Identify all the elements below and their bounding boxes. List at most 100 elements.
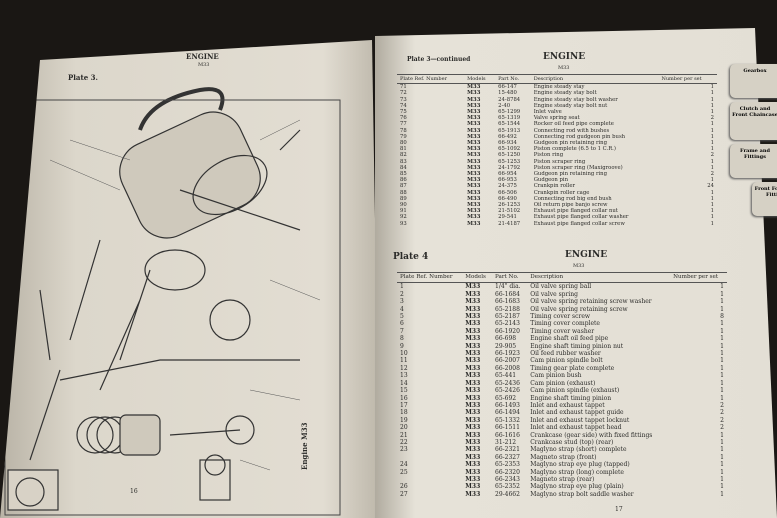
table-cell: 1 — [400, 283, 404, 291]
table-cell: Oil valve spring retaining screw washer — [530, 298, 652, 306]
table-cell: Cam pinion spindle bolt — [530, 357, 603, 365]
table-cell: 73 — [400, 96, 407, 103]
table-cell: Exhaust pipe flanged collar washer — [533, 214, 629, 221]
column-header: Number per set — [670, 271, 727, 284]
table-cell: 92 — [400, 214, 407, 221]
table-cell: 1 — [710, 127, 714, 134]
table-cell: 2 — [710, 152, 714, 159]
table-cell: M33 — [465, 475, 481, 483]
table-cell: 4 — [400, 305, 404, 313]
table-cell: 85 — [400, 171, 407, 178]
table-cell: 65-2352 — [495, 483, 520, 491]
table-cell: 66-1494 — [495, 409, 520, 417]
table-cell: 66-953 — [498, 177, 517, 184]
table-cell: 66-506 — [498, 189, 517, 196]
table-cell: 1 — [720, 453, 724, 461]
table-cell: 27 — [400, 490, 408, 498]
table-cell: 18 — [400, 409, 408, 417]
table-cell: 26-1253 — [498, 202, 521, 209]
table-cell: 1 — [710, 177, 714, 184]
plate4-heading: Plate 4 — [393, 252, 429, 262]
table-cell: 66-2008 — [495, 364, 520, 372]
table-cell: 66-1683 — [495, 298, 520, 306]
table-cell: 24-1792 — [498, 164, 521, 171]
table-cell: Inlet and exhaust tappet guide — [530, 409, 624, 417]
table-cell: 66-2007 — [495, 357, 520, 365]
table-cell: 78 — [400, 127, 407, 134]
table-cell: Timing gear plate complete — [530, 364, 615, 372]
table-cell: 66-492 — [498, 133, 517, 140]
table-cell: 65-2426 — [495, 387, 520, 395]
table-cell: 66-1684 — [495, 290, 520, 298]
table-cell: 8 — [720, 313, 724, 321]
table-cell: 2 — [720, 416, 724, 424]
table-cell: 1 — [710, 214, 714, 221]
table-cell: Cam pinion spindle (exhaust) — [530, 387, 620, 395]
table-cell: 1 — [720, 305, 724, 313]
table-cell: Piston scraper ring — [533, 158, 586, 165]
tab-clutch-front-chaincase[interactable]: Clutch and Front Chaincase — [730, 102, 777, 140]
table-cell: 10 — [400, 350, 408, 358]
table-cell: 23 — [400, 446, 408, 454]
table-cell: 66-954 — [498, 171, 517, 178]
table-cell: 66-2327 — [495, 453, 520, 461]
table-cell: 16 — [400, 394, 408, 402]
table-cell: M33 — [465, 416, 481, 424]
tab-front-forks[interactable]: Front Forks and Fittings — [752, 182, 777, 216]
table-cell: 21-5102 — [498, 208, 521, 215]
column-header: Part No. — [492, 271, 528, 284]
table-cell: 1 — [720, 468, 724, 476]
table-cell: M33 — [467, 177, 481, 184]
table-cell: M33 — [467, 90, 481, 97]
table-cell: 12 — [400, 364, 408, 372]
table-cell: 65-2353 — [495, 461, 520, 469]
table-cell: M33 — [465, 401, 481, 409]
table-cell: 26 — [400, 483, 408, 491]
table-cell: M33 — [467, 183, 481, 190]
table-cell: 65-1544 — [498, 121, 521, 128]
table-cell: M33 — [467, 158, 481, 165]
tab-frame-fittings[interactable]: Frame and Fittings — [730, 144, 777, 178]
table-cell: 24 — [400, 461, 408, 469]
table-cell: 1 — [710, 90, 714, 97]
table-cell: M33 — [467, 84, 481, 91]
table-cell: 80 — [400, 140, 407, 147]
table-cell: 66-1511 — [495, 424, 520, 432]
table-cell: 24-375 — [498, 183, 517, 190]
table-cell: 1 — [710, 109, 714, 116]
table-cell: M33 — [465, 409, 481, 417]
table-cell: Engine steady stay — [533, 84, 585, 91]
table-cell: 66-2343 — [495, 475, 520, 483]
table-cell: 65-2187 — [495, 313, 520, 321]
table-cell: 2 — [720, 401, 724, 409]
table-cell: M33 — [467, 127, 481, 134]
table-cell: 1 — [720, 372, 724, 380]
table-cell: Crankpin roller cage — [533, 189, 590, 196]
table-cell: M33 — [465, 483, 481, 491]
table-cell: M33 — [467, 102, 481, 109]
table-cell: M33 — [465, 298, 481, 306]
table-cell: 1 — [720, 364, 724, 372]
table-cell: 1 — [720, 461, 724, 469]
table-cell: M33 — [467, 220, 481, 227]
table-cell: 86 — [400, 177, 407, 184]
table-cell: 1 — [720, 283, 724, 291]
model-label: M33 — [198, 62, 210, 68]
table-cell: 79 — [400, 133, 407, 140]
table-cell: 2 — [720, 424, 724, 432]
table-cell: 1 — [720, 327, 724, 335]
table-cell: 1 — [710, 202, 714, 209]
tab-gearbox[interactable]: Gearbox — [730, 64, 777, 98]
table-row: 18 M33 66-1494 Inlet and exhaust tappet gui… — [397, 409, 727, 416]
table-cell: 66-147 — [498, 84, 517, 91]
plate3-title: ENGINE — [543, 52, 586, 62]
table-cell: 66-490 — [498, 195, 517, 202]
